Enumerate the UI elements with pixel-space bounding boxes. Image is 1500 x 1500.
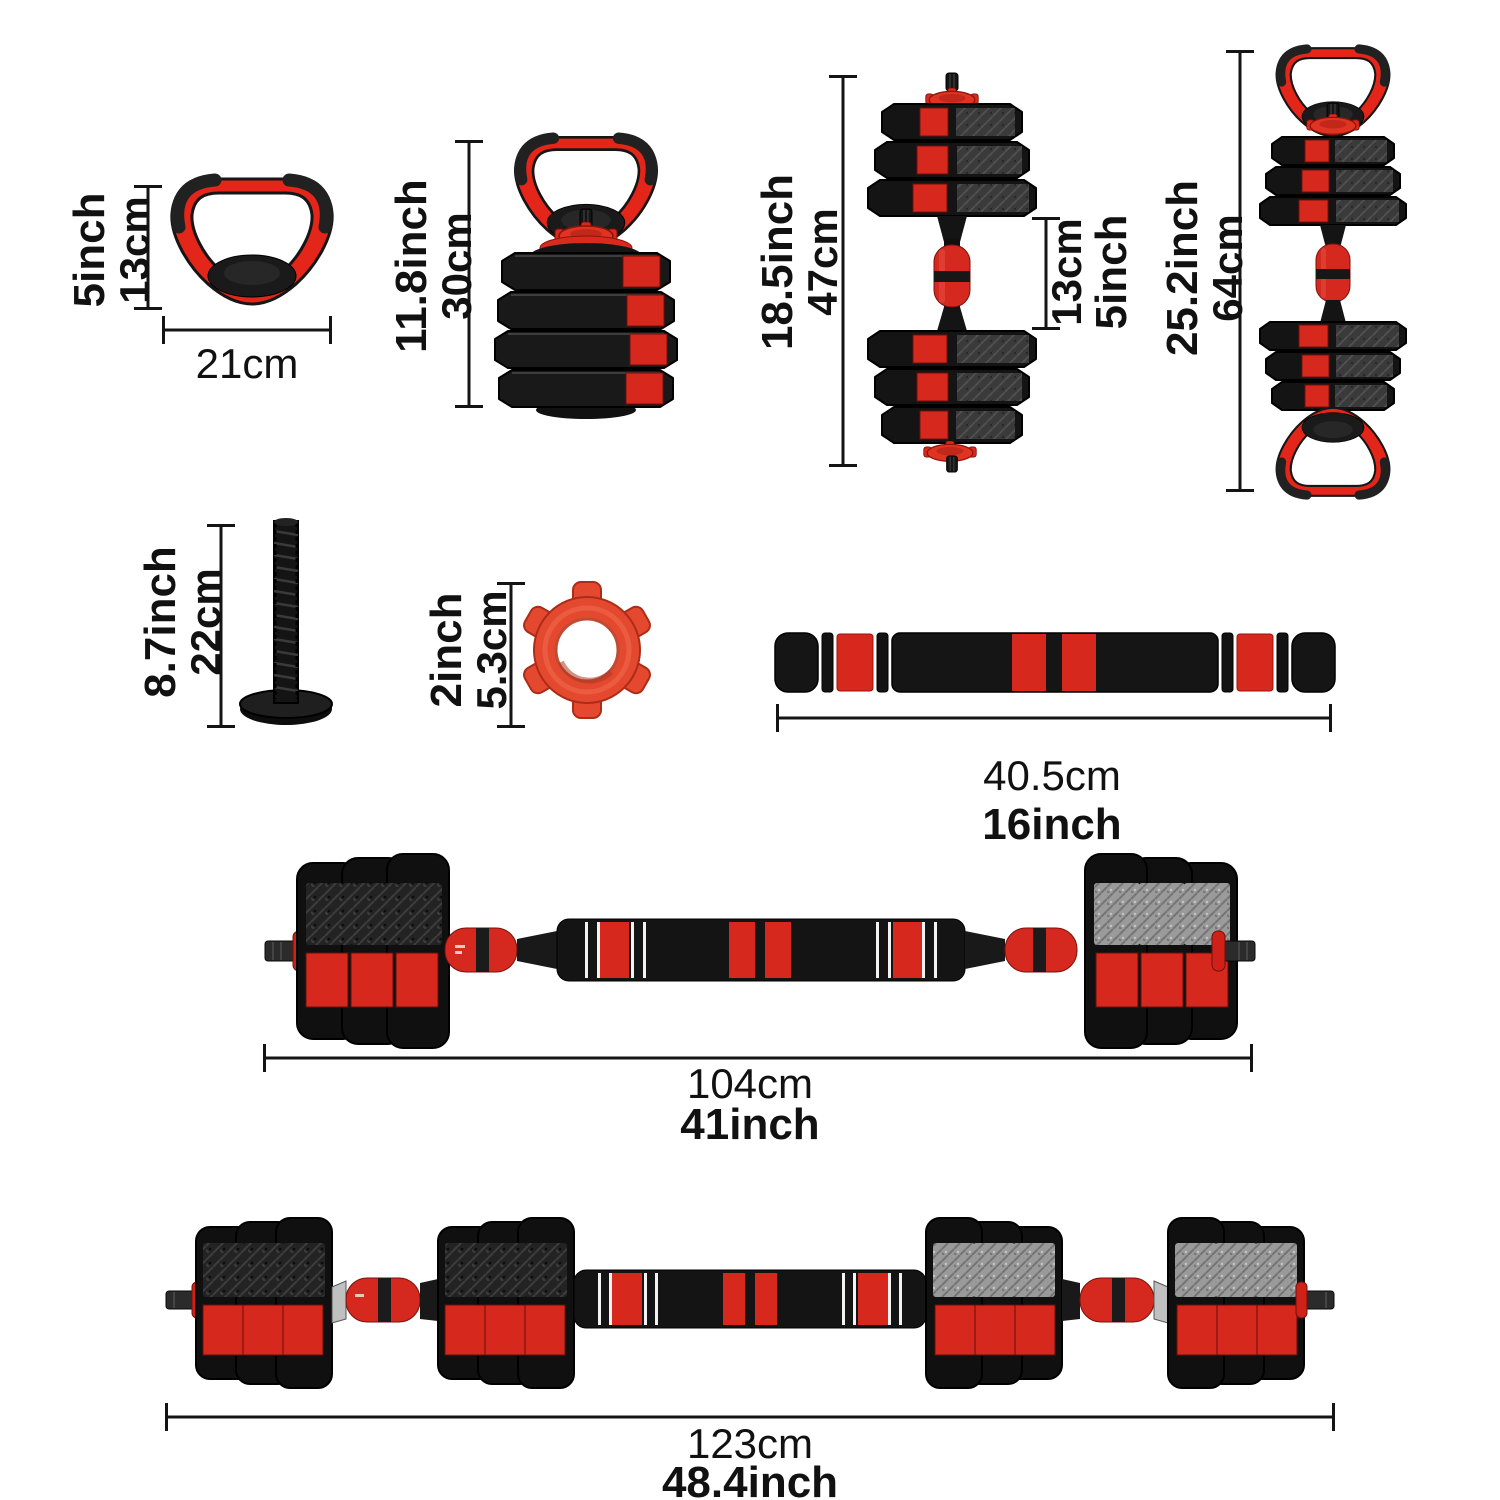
dumbbell-illustration <box>867 72 1037 473</box>
long-barbell-length-inch: 48.4inch <box>661 1458 839 1500</box>
connecting-bar-illustration <box>774 632 1336 693</box>
dim-label-screw-length: 8.7inch 22cm <box>135 527 230 717</box>
dumbbell-handle-inch: 5inch <box>1086 214 1136 330</box>
kettlebell-height-inch: 11.8inch <box>386 179 436 353</box>
nut-size-cm: 5.3cm <box>468 590 516 710</box>
barbell-illustration <box>264 853 1256 1049</box>
dim-line-handle-width <box>162 316 332 344</box>
dim-label-handle-height: 5inch 13cm <box>64 165 159 335</box>
dim-line-kettlebell-dumbbell-length <box>1226 50 1254 492</box>
handle-width-cm: 21cm <box>195 340 299 387</box>
dim-line-nut-size <box>497 582 525 728</box>
dim-line-long-barbell-length <box>165 1403 1335 1431</box>
dim-label-nut-size: 2inch 5.3cm <box>421 565 516 735</box>
dim-label-kettlebell-height: 11.8inch 30cm <box>386 161 481 371</box>
dim-label-kettlebell-dumbbell-length: 25.2inch 64cm <box>1157 158 1252 378</box>
dim-line-dumbbell-handle <box>1032 217 1060 330</box>
dumbbell-handle-cm: 13cm <box>1042 218 1090 326</box>
spinlock-nut-illustration <box>523 581 651 719</box>
screw-length-inch: 8.7inch <box>135 546 185 698</box>
kettlebell-dumbbell-illustration <box>1259 42 1407 502</box>
dim-line-screw-length <box>207 524 235 728</box>
screw-rod-illustration <box>239 518 333 725</box>
bar-length-cm: 40.5cm <box>983 752 1121 799</box>
dim-label-dumbbell-length: 18.5inch 47cm <box>752 152 847 372</box>
screw-length-cm: 22cm <box>182 568 230 676</box>
kettlebell-height-cm: 30cm <box>433 212 481 320</box>
long-barbell-length-cm: 123cm <box>686 1420 814 1467</box>
barbell-length-inch: 41inch <box>680 1100 820 1149</box>
dim-line-kettlebell-height <box>455 140 483 408</box>
kettlebell-dumbbell-cm: 64cm <box>1204 214 1252 322</box>
dim-line-barbell-length <box>263 1044 1253 1072</box>
dumbbell-length-cm: 47cm <box>799 208 847 316</box>
dumbbell-length-inch: 18.5inch <box>752 173 802 351</box>
dim-line-bar-length <box>776 704 1332 732</box>
handle-height-cm: 13cm <box>111 196 159 304</box>
kettlebell-illustration <box>494 132 678 419</box>
handle-height-inch: 5inch <box>64 192 114 308</box>
dim-line-handle-height <box>134 185 162 310</box>
kettlebell-dumbbell-inch: 25.2inch <box>1157 179 1207 357</box>
dim-label-dumbbell-handle: 13cm 5inch <box>1042 192 1136 352</box>
nut-size-inch: 2inch <box>421 592 471 708</box>
kettlebell-handle-illustration <box>152 170 352 325</box>
dim-line-dumbbell-length <box>829 75 857 467</box>
long-barbell-illustration <box>165 1217 1335 1389</box>
bar-length-inch: 16inch <box>982 800 1122 849</box>
barbell-length-cm: 104cm <box>686 1060 814 1107</box>
